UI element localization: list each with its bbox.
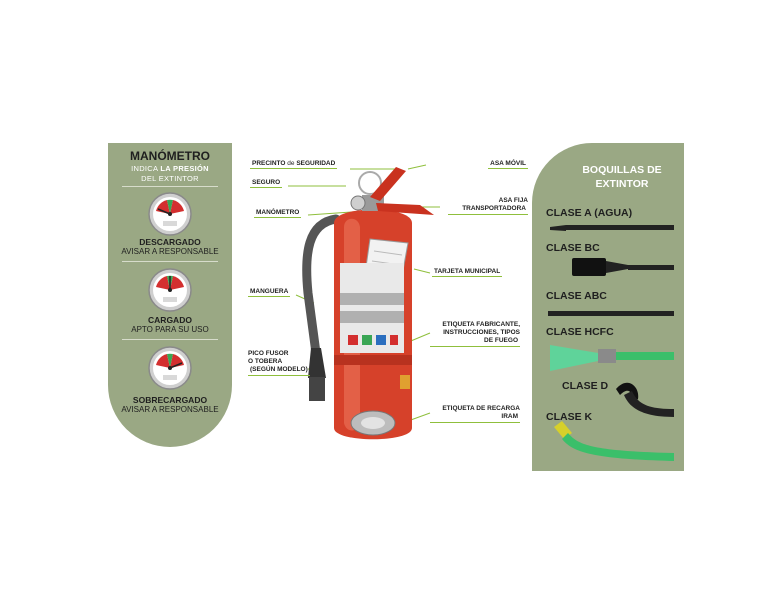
- clase-bc-label: CLASE BC: [546, 242, 600, 254]
- label-etiqueta-fabricante: ETIQUETA FABRICANTE, INSTRUCCIONES, TIPO…: [430, 321, 520, 347]
- divider: [122, 261, 218, 262]
- boquillas-title: BOQUILLAS DE EXTINTOR: [582, 164, 662, 190]
- clase-k-label: CLASE K: [546, 411, 593, 423]
- clase-d-label: CLASE D: [562, 380, 609, 392]
- manometro-subtitle: INDICA LA PRESIÓN DEL EXTINTOR: [131, 164, 209, 183]
- clase-a-label: CLASE A (AGUA): [546, 207, 633, 219]
- label-pico-fusor: PICO FUSOR O TOBERA (SEGÚN MODELO): [248, 350, 310, 376]
- nozzle-icon: [548, 225, 674, 461]
- gauge-state-cargado: CARGADO APTO PARA SU USO: [131, 315, 209, 334]
- label-asa-movil: ASA MÓVIL: [488, 160, 528, 169]
- divider: [122, 339, 218, 340]
- gauge-icon: [148, 268, 192, 312]
- manometro-title: MANÓMETRO: [130, 149, 210, 163]
- gauge-state-sobrecargado: SOBRECARGADO AVISAR A RESPONSABLE: [121, 395, 219, 414]
- clase-hcfc-label: CLASE HCFC: [546, 326, 614, 338]
- divider: [122, 186, 218, 187]
- gauge-state-descargado: DESCARGADO AVISAR A RESPONSABLE: [121, 237, 219, 256]
- label-tarjeta-municipal: TARJETA MUNICIPAL: [432, 268, 503, 277]
- gauge-icon: [148, 346, 192, 390]
- label-manguera: MANGUERA: [248, 288, 291, 297]
- gauge-icon: [148, 192, 192, 236]
- clase-abc-label: CLASE ABC: [546, 290, 607, 302]
- label-etiqueta-recarga: ETIQUETA DE RECARGA IRAM: [430, 405, 520, 423]
- fire-extinguisher-icon: [288, 164, 440, 440]
- extinguisher-infographic: MANÓMETRO INDICA LA PRESIÓN DEL EXTINTOR…: [108, 143, 684, 471]
- label-precinto: PRECINTO de SEGURIDAD: [250, 160, 338, 169]
- boquillas-panel: BOQUILLAS DE EXTINTOR CLASE A (AGUA): [532, 143, 684, 471]
- label-seguro: SEGURO: [250, 179, 283, 188]
- label-manometro: MANÓMETRO: [254, 209, 302, 218]
- label-asa-fija: ASA FIJA TRANSPORTADORA: [448, 197, 528, 215]
- manometro-panel: MANÓMETRO INDICA LA PRESIÓN DEL EXTINTOR…: [108, 143, 232, 447]
